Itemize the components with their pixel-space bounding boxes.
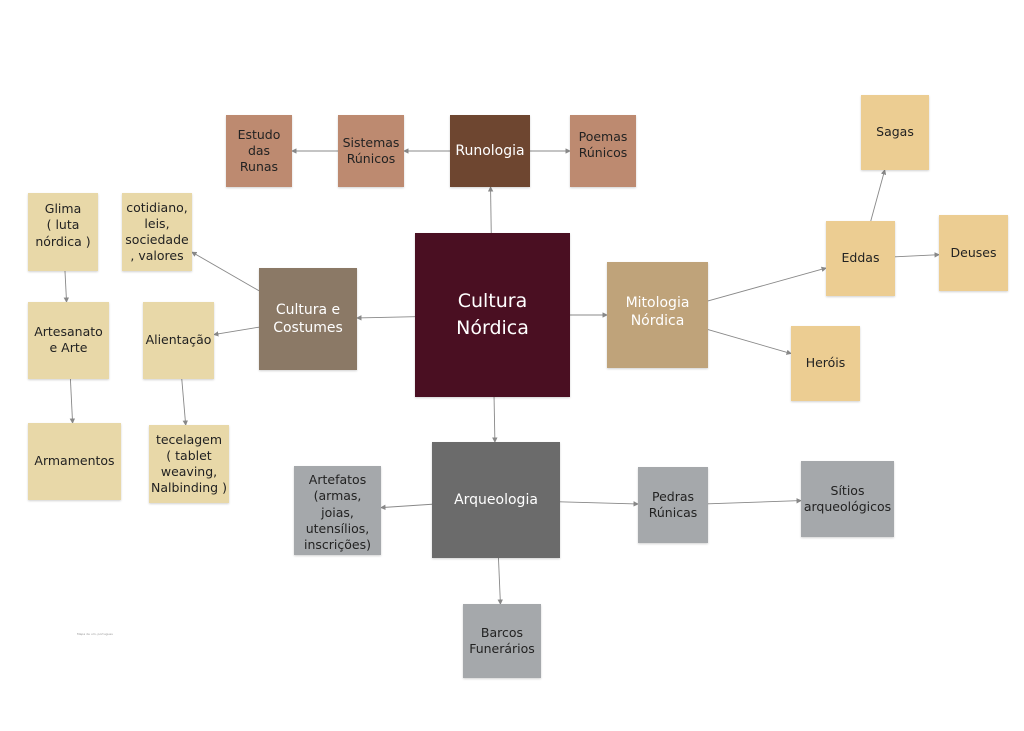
connector-glima-artesanato xyxy=(63,270,70,303)
connector-arqueologia-barcos xyxy=(497,557,503,605)
footnote: Mapa de um, portugues xyxy=(77,632,113,636)
connector-eddas-deuses xyxy=(894,252,940,258)
connector-artesanato-armamentos xyxy=(69,378,76,424)
connector-cultura_nordica-runologia xyxy=(487,186,494,234)
node-pedras-runicas[interactable]: Pedras Rúnicas xyxy=(638,467,708,543)
node-poemas-runicos[interactable]: Poemas Rúnicos xyxy=(570,115,636,187)
node-barcos-funerarios[interactable]: Barcos Funerários xyxy=(463,604,541,678)
node-sistemas-runicos[interactable]: Sistemas Rúnicos xyxy=(338,115,404,187)
connector-mitologia-herois xyxy=(707,329,792,355)
node-alientacao[interactable]: Alientação xyxy=(143,302,214,379)
connector-cultura_costumes-alientacao xyxy=(213,326,260,337)
connector-cultura_nordica-arqueologia xyxy=(492,396,498,443)
connector-cultura_nordica-cultura_costumes xyxy=(356,315,416,321)
connector-mitologia-eddas xyxy=(707,266,827,302)
node-cotidiano[interactable]: cotidiano, leis, sociedade , valores xyxy=(122,193,192,271)
node-artesanato[interactable]: Artesanato e Arte xyxy=(28,302,109,379)
node-tecelagem[interactable]: tecelagem ( tablet weaving, Nalbinding ) xyxy=(149,425,229,503)
connector-alientacao-tecelagem xyxy=(181,378,188,426)
node-glima[interactable]: Glima ( luta nórdica ) xyxy=(28,193,98,271)
node-herois[interactable]: Heróis xyxy=(791,326,860,401)
node-sagas[interactable]: Sagas xyxy=(861,95,929,170)
connector-pedras_runicas-sitios xyxy=(707,498,802,505)
node-cultura-nordica[interactable]: Cultura Nórdica xyxy=(415,233,570,397)
node-artefatos[interactable]: Artefatos (armas, joias, utensílios, ins… xyxy=(294,466,381,555)
node-deuses[interactable]: Deuses xyxy=(939,215,1008,291)
node-sitios-arqueologicos[interactable]: Sítios arqueológicos xyxy=(801,461,894,537)
node-mitologia-nordica[interactable]: Mitologia Nórdica xyxy=(607,262,708,368)
node-armamentos[interactable]: Armamentos xyxy=(28,423,121,500)
node-cultura-costumes[interactable]: Cultura e Costumes xyxy=(259,268,357,370)
connector-cultura_costumes-cotidiano xyxy=(191,251,260,292)
connector-arqueologia-pedras_runicas xyxy=(559,501,639,507)
connector-arqueologia-artefatos xyxy=(380,503,433,511)
node-arqueologia[interactable]: Arqueologia xyxy=(432,442,560,558)
node-estudo-das-runas[interactable]: Estudo das Runas xyxy=(226,115,292,187)
connector-eddas-sagas xyxy=(870,169,887,222)
node-runologia[interactable]: Runologia xyxy=(450,115,530,187)
node-eddas[interactable]: Eddas xyxy=(826,221,895,296)
